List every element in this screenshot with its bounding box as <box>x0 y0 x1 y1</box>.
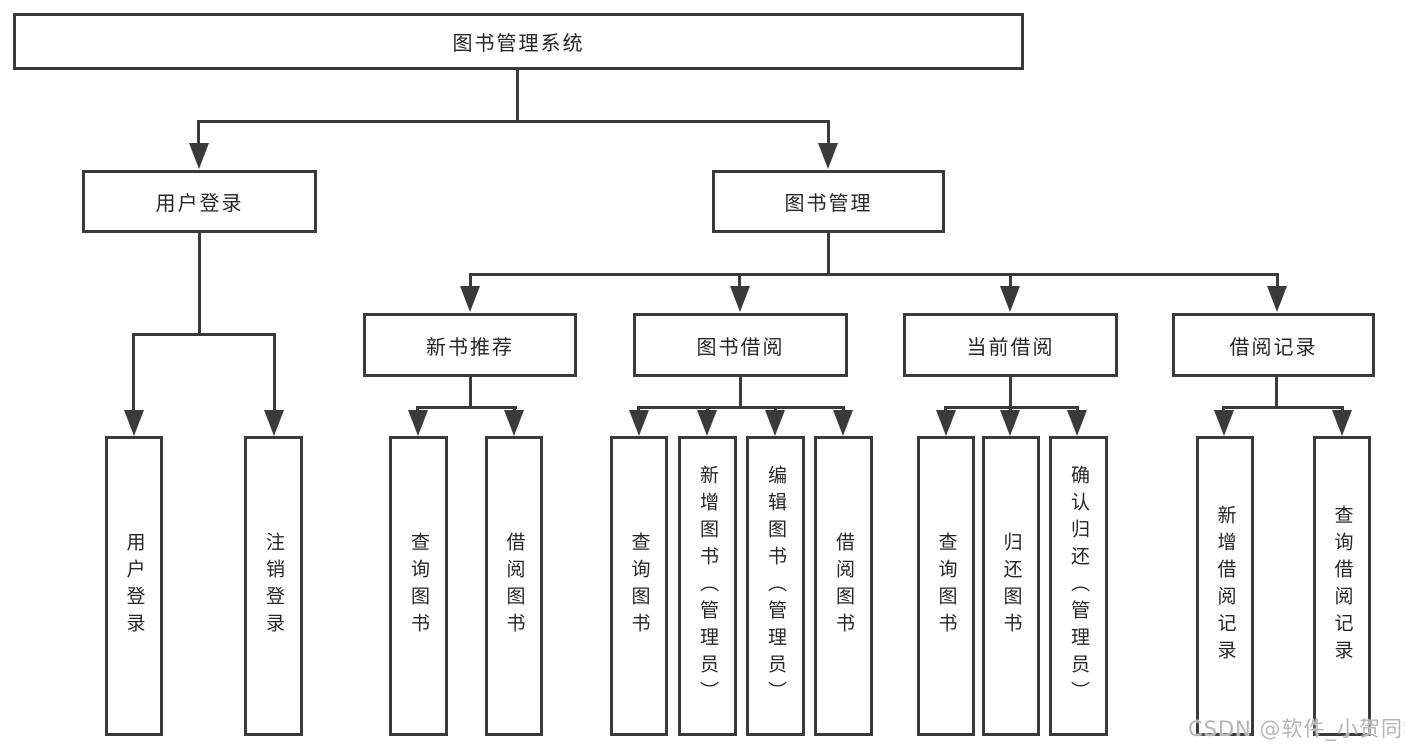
node-borrowing-records: 借阅记录 <box>1172 313 1375 377</box>
connector-line <box>1222 406 1344 409</box>
arrow-down-icon <box>408 410 428 436</box>
arrow-down-icon <box>833 410 853 436</box>
connector-line <box>739 377 742 409</box>
arrow-down-icon <box>264 410 284 436</box>
connector-line <box>1222 406 1225 413</box>
leaf-confirm-return-admin: 确认归还（管理员） <box>1049 436 1108 736</box>
leaf-add-borrow-record: 新增借阅记录 <box>1196 436 1254 736</box>
arrow-down-icon <box>818 143 838 169</box>
connector-line <box>1276 273 1279 288</box>
arrow-down-icon <box>765 410 785 436</box>
node-library-management-system: 图书管理系统 <box>13 13 1024 70</box>
connector-line <box>469 273 1279 276</box>
leaf-logout: 注销登录 <box>244 436 303 736</box>
arrow-down-icon <box>697 410 717 436</box>
connector-line <box>469 377 472 409</box>
arrow-down-icon <box>1267 286 1287 312</box>
connector-line <box>706 406 709 413</box>
connector-line <box>469 273 472 288</box>
connector-line <box>637 406 845 409</box>
node-book-borrowing: 图书借阅 <box>633 313 848 377</box>
connector-line <box>637 406 640 413</box>
connector-line <box>842 406 845 413</box>
leaf-borrow-books-recommendation: 借阅图书 <box>485 436 543 736</box>
connector-line <box>1341 406 1344 413</box>
node-book-management: 图书管理 <box>712 170 945 233</box>
leaf-query-borrow-record: 查询借阅记录 <box>1313 436 1371 736</box>
connector-line <box>827 120 830 146</box>
connector-line <box>738 273 741 288</box>
connector-line <box>1076 406 1079 413</box>
node-user-login: 用户登录 <box>82 170 317 233</box>
arrow-down-icon <box>1067 410 1087 436</box>
leaf-query-books-borrowing: 查询图书 <box>610 436 668 736</box>
connector-line <box>513 406 516 413</box>
watermark: CSDN @软件_小贺同学 <box>1188 717 1405 741</box>
connector-line <box>197 120 200 146</box>
connector-line <box>516 70 519 122</box>
connector-line <box>198 233 201 335</box>
arrow-down-icon <box>504 410 524 436</box>
leaf-add-book-admin: 新增图书（管理员） <box>678 436 737 736</box>
connector-line <box>197 120 830 123</box>
arrow-down-icon <box>189 143 209 169</box>
node-new-book-recommendation: 新书推荐 <box>363 313 577 377</box>
arrow-down-icon <box>1000 410 1020 436</box>
connector-line <box>416 406 517 409</box>
connector-line <box>132 333 276 336</box>
arrow-down-icon <box>730 286 750 312</box>
connector-line <box>1009 377 1012 409</box>
connector-line <box>827 233 830 276</box>
arrow-down-icon <box>629 410 649 436</box>
arrow-down-icon <box>124 410 144 436</box>
leaf-edit-book-admin: 编辑图书（管理员） <box>746 436 805 736</box>
node-current-borrowing: 当前借阅 <box>903 313 1118 377</box>
connector-line <box>1009 273 1012 288</box>
leaf-query-books-current: 查询图书 <box>917 436 975 736</box>
connector-line <box>774 406 777 413</box>
connector-line <box>273 333 276 412</box>
arrow-down-icon <box>460 286 480 312</box>
arrow-down-icon <box>1214 410 1234 436</box>
leaf-borrow-books: 借阅图书 <box>814 436 873 736</box>
connector-line <box>1275 377 1278 409</box>
leaf-return-books: 归还图书 <box>982 436 1040 736</box>
connector-line <box>944 406 947 413</box>
arrow-down-icon <box>1332 410 1352 436</box>
connector-line <box>416 406 419 413</box>
connector-line <box>1009 406 1012 413</box>
arrow-down-icon <box>936 410 956 436</box>
leaf-query-books-recommendation: 查询图书 <box>389 436 448 736</box>
arrow-down-icon <box>1000 286 1020 312</box>
connector-line <box>132 333 135 412</box>
leaf-user-login: 用户登录 <box>105 436 163 736</box>
